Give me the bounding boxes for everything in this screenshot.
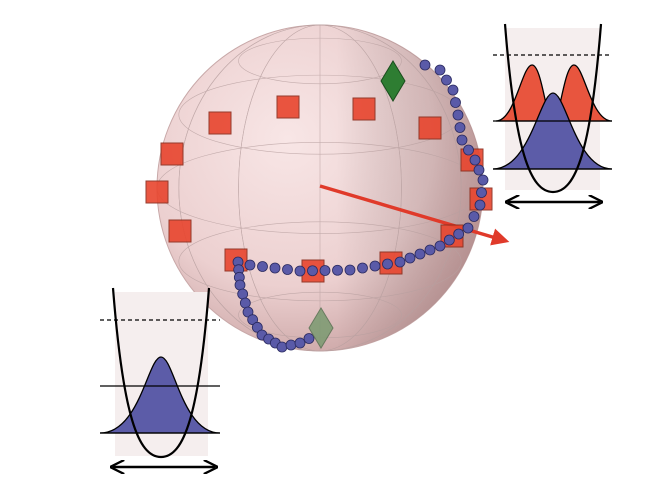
potential-well-bottom-left: [99, 287, 221, 467]
diamond-marker-bottom: [308, 307, 334, 349]
trajectory-dot: [452, 109, 464, 121]
trajectory-dot: [234, 279, 246, 291]
trajectory-dot: [456, 134, 468, 146]
square-marker: [276, 95, 300, 119]
trajectory-dot: [476, 187, 487, 198]
latitude-line: [238, 37, 402, 85]
potential-well-top-right: [492, 23, 613, 202]
trajectory-dot: [285, 339, 297, 351]
trajectory-dot: [414, 248, 426, 260]
trajectory-dot: [369, 260, 381, 272]
trajectory-dot: [344, 264, 356, 276]
latitude-line: [178, 221, 462, 302]
trajectory-dot: [474, 199, 486, 211]
square-marker: [352, 97, 376, 121]
trajectory-dot: [257, 261, 268, 272]
potential-curve: [111, 287, 211, 459]
trajectory-dot: [473, 164, 485, 176]
trajectory-dot: [307, 265, 318, 277]
trajectory-dot: [276, 341, 288, 353]
diamond-marker-top: [380, 60, 406, 102]
square-marker: [208, 111, 232, 135]
trajectory-dot: [468, 211, 480, 222]
trajectory-dot: [332, 264, 343, 276]
trajectory-dot: [443, 234, 455, 246]
trajectory-dot: [434, 64, 446, 76]
square-marker: [160, 142, 184, 166]
trajectory-dot: [394, 256, 406, 268]
trajectory-dot: [382, 258, 393, 270]
square-marker: [168, 219, 192, 243]
square-marker: [418, 116, 442, 140]
trajectory-dot: [447, 84, 459, 96]
trajectory-dot: [434, 240, 446, 252]
trajectory-dot: [269, 262, 281, 274]
trajectory-dot: [294, 337, 306, 349]
trajectory-dot: [404, 252, 416, 264]
trajectory-dot: [294, 265, 306, 277]
trajectory: [232, 59, 489, 353]
potential-curve: [503, 23, 603, 194]
meridian-line: [178, 24, 462, 352]
trajectory-dot: [237, 288, 249, 300]
trajectory-dot: [463, 144, 474, 156]
square-marker: [145, 180, 169, 204]
trajectory-dot: [453, 228, 465, 240]
trajectory-dot: [477, 174, 489, 186]
trajectory-dot: [303, 333, 315, 344]
trajectory-dot: [357, 262, 368, 274]
trajectory-dot: [282, 264, 293, 275]
trajectory-dot: [450, 97, 461, 108]
trajectory-dot: [454, 122, 466, 133]
trajectory-dot: [424, 244, 436, 256]
trajectory-dot: [239, 297, 251, 309]
trajectory-dot: [244, 259, 256, 271]
trajectory-dot: [462, 222, 474, 234]
trajectory-dot: [441, 74, 452, 86]
trajectory-dot: [469, 154, 481, 166]
trajectory-dot: [419, 59, 431, 71]
trajectory-dot: [319, 265, 331, 276]
state-vector-arrow: [319, 184, 510, 246]
